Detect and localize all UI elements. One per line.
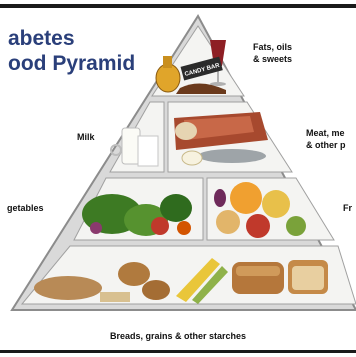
greens-image [160, 194, 192, 222]
potato-2-image [142, 280, 170, 300]
apple-red-image [246, 214, 270, 238]
label-starches: Breads, grains & other starches [0, 331, 356, 342]
meat-food-image [174, 112, 268, 165]
label-meat: Meat, me [306, 128, 345, 139]
tomato-image [151, 217, 169, 235]
label-fruits: Fr [343, 203, 352, 214]
egg-image [182, 151, 202, 165]
pasta-image [100, 292, 130, 302]
label-milk: Milk [77, 132, 95, 143]
plum-image [214, 189, 226, 207]
label-fats-oils: Fats, oils [253, 42, 292, 53]
beet-image [90, 222, 102, 234]
carrot-image [177, 221, 191, 235]
fish-image [198, 149, 266, 163]
peach-image [216, 210, 240, 234]
orange-image [230, 182, 262, 214]
nuts-bowl-image [175, 122, 197, 140]
potato-image [118, 262, 150, 286]
bread-crust-image [236, 266, 280, 276]
label-sweets: & sweets [253, 54, 292, 65]
label-vegetables: getables [7, 203, 44, 214]
bottom-rule [0, 350, 356, 353]
bread-slice-inner [292, 266, 324, 290]
oil-bottle-image [156, 64, 180, 92]
milk-pitcher-image [122, 128, 140, 164]
apple-yellow-image [262, 190, 290, 218]
milk-glass-image [138, 136, 158, 166]
beans-image [34, 276, 102, 300]
oil-bottle-neck [163, 56, 172, 68]
label-other-protein: & other p [306, 140, 346, 151]
pear-image [286, 216, 306, 236]
